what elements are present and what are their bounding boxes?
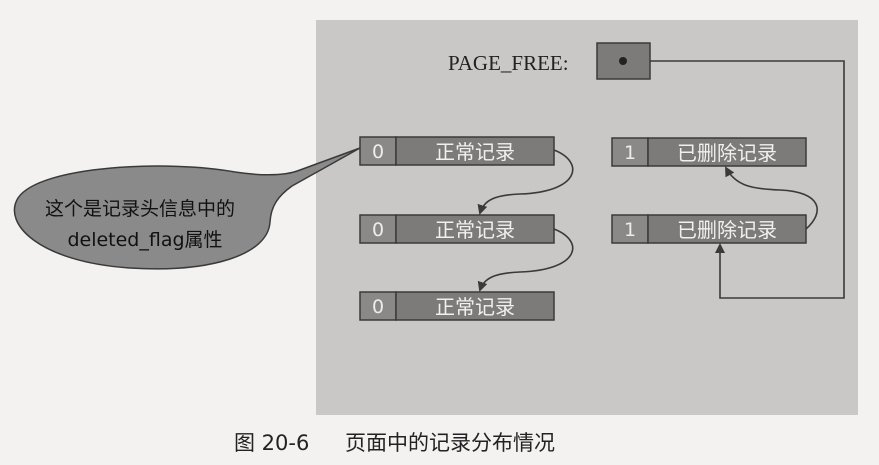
page-free-label: PAGE_FREE: [448, 51, 569, 75]
record-label: 已删除记录 [677, 218, 777, 242]
record-flag-cell [359, 291, 397, 321]
record-body-cell [647, 137, 807, 167]
record-flag-cell [611, 137, 649, 167]
record-flag-value: 0 [372, 219, 384, 241]
record-flag-cell [359, 214, 397, 244]
record-label: 正常记录 [435, 218, 515, 242]
normal-record-2: 0 正常记录 [359, 214, 555, 244]
record-flag-value: 0 [372, 296, 384, 318]
figure-number: 图 20-6 [234, 431, 309, 455]
next-record-arrow [477, 149, 574, 215]
callout-bubble [13, 147, 361, 270]
next-record-arrow [477, 228, 574, 292]
record-body-cell [647, 214, 807, 244]
deleted-next-arrow [725, 166, 818, 230]
page-free-link-arrow [650, 60, 845, 299]
record-body-cell [395, 136, 555, 166]
record-flag-cell [359, 136, 397, 166]
normal-record-1: 0 正常记录 [359, 136, 555, 166]
record-body-cell [395, 214, 555, 244]
record-flag-value: 1 [624, 219, 636, 241]
deleted-record-1: 1 已删除记录 [611, 137, 807, 167]
record-label: 正常记录 [435, 295, 515, 319]
record-flag-value: 0 [372, 141, 384, 163]
deleted-record-2: 1 已删除记录 [611, 214, 807, 244]
callout-text-line2: deleted_flag属性 [67, 229, 222, 251]
record-flag-cell [611, 214, 649, 244]
record-flag-value: 1 [624, 142, 636, 164]
callout-text-line1: 这个是记录头信息中的 [45, 198, 235, 220]
record-body-cell [395, 291, 555, 321]
figure-title: 页面中的记录分布情况 [345, 431, 555, 455]
normal-record-3: 0 正常记录 [359, 291, 555, 321]
page-free-pointer-dot [619, 57, 627, 65]
record-label: 已删除记录 [677, 141, 777, 165]
record-label: 正常记录 [435, 140, 515, 164]
